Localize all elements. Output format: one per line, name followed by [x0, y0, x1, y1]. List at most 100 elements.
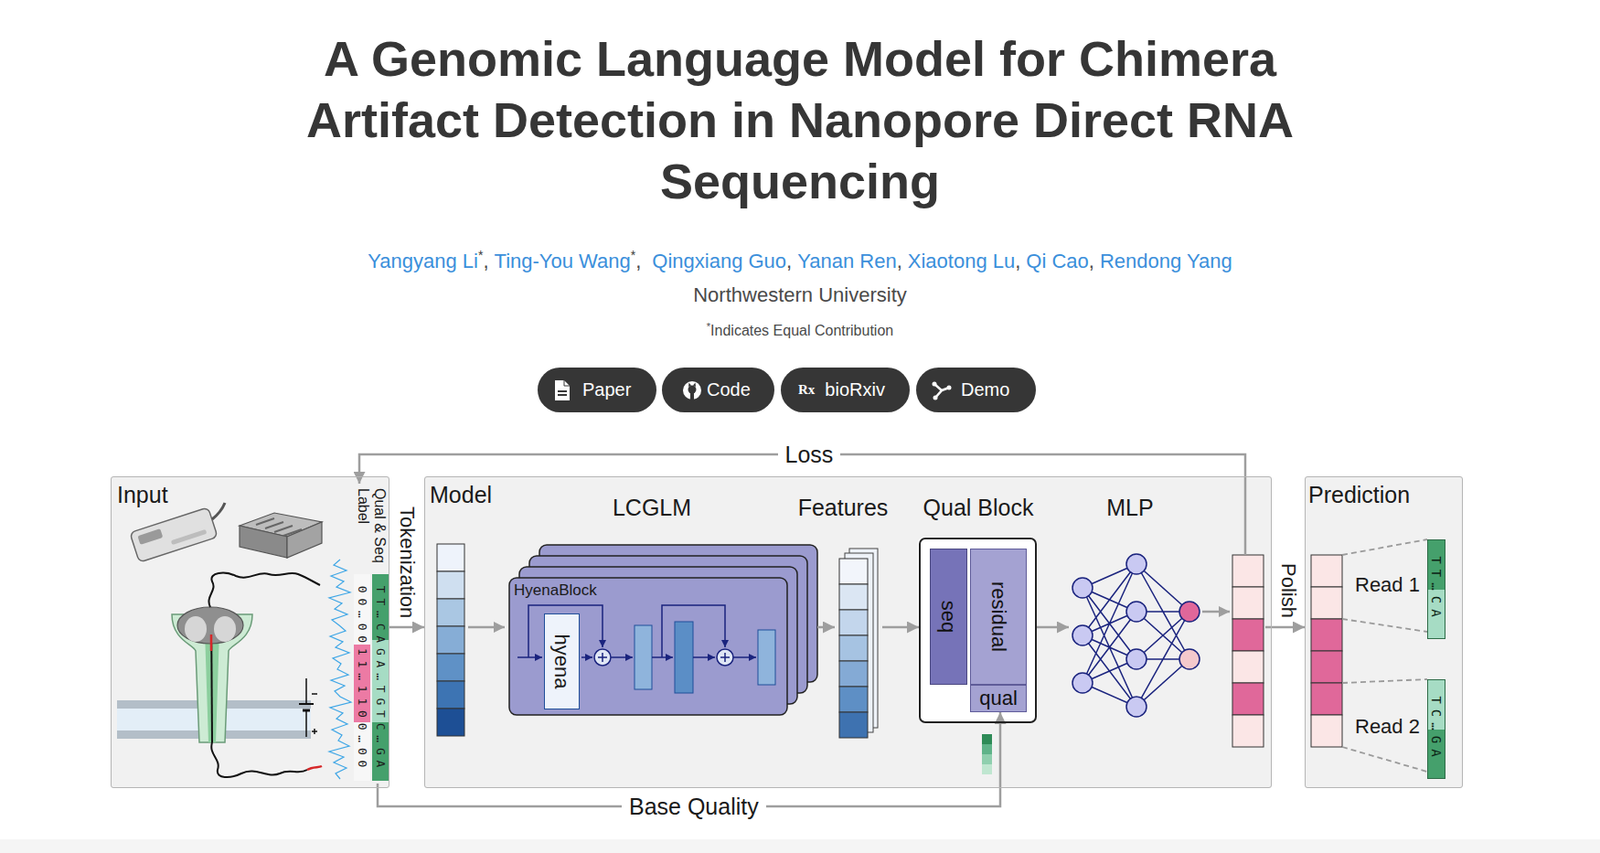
demo-icon [932, 382, 938, 387]
label-track: 00…0011…1100…00 [354, 577, 371, 781]
feature-cell [839, 584, 868, 610]
skip-connection [528, 605, 603, 658]
token-cell [437, 708, 465, 736]
neuron [1072, 672, 1093, 694]
feature-cell [839, 635, 868, 662]
device-cable [212, 502, 225, 520]
connector-arrow [359, 454, 1246, 555]
prediction-cell [1311, 714, 1343, 747]
seq-label-strip: Qual & Seq Label 00…0011…1100…00TT…CAGA…T… [353, 483, 390, 784]
label-track-bar [353, 722, 371, 781]
footer-band [0, 839, 1600, 853]
link-button: Demo [916, 367, 1036, 413]
minion-body [129, 507, 218, 563]
prediction-panel: PredictionTT…CA TC…GA [1304, 476, 1463, 789]
panel-title: Prediction [1308, 481, 1410, 509]
token-cell [437, 626, 465, 654]
minus-sign [311, 693, 318, 695]
mlp-neurons [1072, 554, 1200, 717]
output-cell [1232, 586, 1264, 619]
prediction-column [1311, 554, 1343, 747]
output-cell [1232, 650, 1264, 683]
output-neuron [1179, 601, 1200, 622]
block-arrow [693, 656, 715, 659]
connector-arrow [1036, 626, 1069, 630]
label-track-bar [353, 644, 371, 723]
sequence-track: TT…CAGA…TGTC…GA [373, 577, 389, 781]
footnote: Indicates Equal Contribution [710, 320, 894, 342]
output-cell [1232, 714, 1264, 747]
page-title: A Genomic Language Model for Chimera Art… [269, 28, 1331, 213]
quality-bar [981, 744, 992, 755]
block-arrow [733, 656, 757, 659]
token-cell [437, 571, 465, 599]
layer-rect [757, 629, 776, 685]
stacked-layer [509, 577, 788, 715]
demo-icon [934, 384, 950, 398]
author-name: Xiaotong Lu [907, 248, 1015, 275]
add-node [716, 649, 734, 666]
github-icon [682, 381, 702, 400]
button-icon-text: Rx [798, 382, 815, 398]
read-sequence-text: TC…GA [1428, 680, 1445, 779]
prediction-cell [1311, 682, 1343, 715]
token-cell [437, 653, 465, 682]
battery-wire [305, 678, 308, 737]
quality-bar [981, 734, 992, 745]
feature-cell [839, 712, 868, 738]
block-arrow [610, 656, 633, 659]
prediction-cell [1311, 586, 1343, 619]
strip-title: Qual & Seq Label [354, 488, 388, 573]
prediction-cell [1311, 650, 1343, 683]
panel-fill [1304, 476, 1463, 789]
pdf-icon [557, 390, 567, 393]
connector-arrow [389, 626, 425, 630]
read-box: TC…GA [1427, 679, 1446, 779]
block-arrow [581, 656, 593, 659]
output-cell [1232, 618, 1264, 651]
hyena-box: hyena [544, 613, 580, 710]
feature-cell [839, 661, 868, 687]
layer-rect [674, 621, 694, 694]
add-sign [597, 652, 608, 662]
connector-arrow [1265, 626, 1305, 630]
qual-block: Qual Blockseqresidualqual [918, 537, 1037, 724]
minion-detail [137, 528, 163, 545]
label-track-bar [353, 574, 371, 645]
motor-protein [213, 616, 236, 642]
author-name: Yanan Ren [797, 248, 896, 275]
output-cell [1232, 554, 1264, 587]
token-column [437, 544, 465, 736]
separator: , [786, 248, 792, 275]
prediction-cell [1311, 554, 1343, 587]
author-name: Qi Cao [1025, 248, 1088, 275]
separator: , [1088, 248, 1095, 275]
button-label: Code [706, 379, 751, 401]
read-leader [1342, 539, 1428, 772]
battery-symbol [298, 703, 314, 705]
link-button: Paper [537, 367, 657, 413]
output-neuron [1179, 649, 1200, 670]
minion-detail [170, 529, 208, 545]
add-sign [720, 652, 730, 662]
panel-fill [110, 476, 390, 789]
lcglm-stack: LCGLMHyenaBlockhyena [509, 544, 818, 715]
module-title: LCGLM [509, 494, 795, 522]
connector-arrow [377, 712, 1001, 807]
sequencer-side [287, 522, 322, 558]
footnote-mark: * [706, 316, 711, 337]
read-box: TT…CA [1427, 539, 1446, 640]
plus-sign [311, 728, 318, 735]
button-label: Demo [960, 379, 1010, 401]
read-sequence-text: TT…CA [1428, 540, 1445, 639]
rna-strand-marked [307, 766, 322, 770]
author-name: Ting-You Wang [494, 248, 631, 275]
separator: , [1014, 248, 1021, 275]
quality-bar [981, 764, 992, 775]
block-title: HyenaBlock [513, 581, 598, 600]
